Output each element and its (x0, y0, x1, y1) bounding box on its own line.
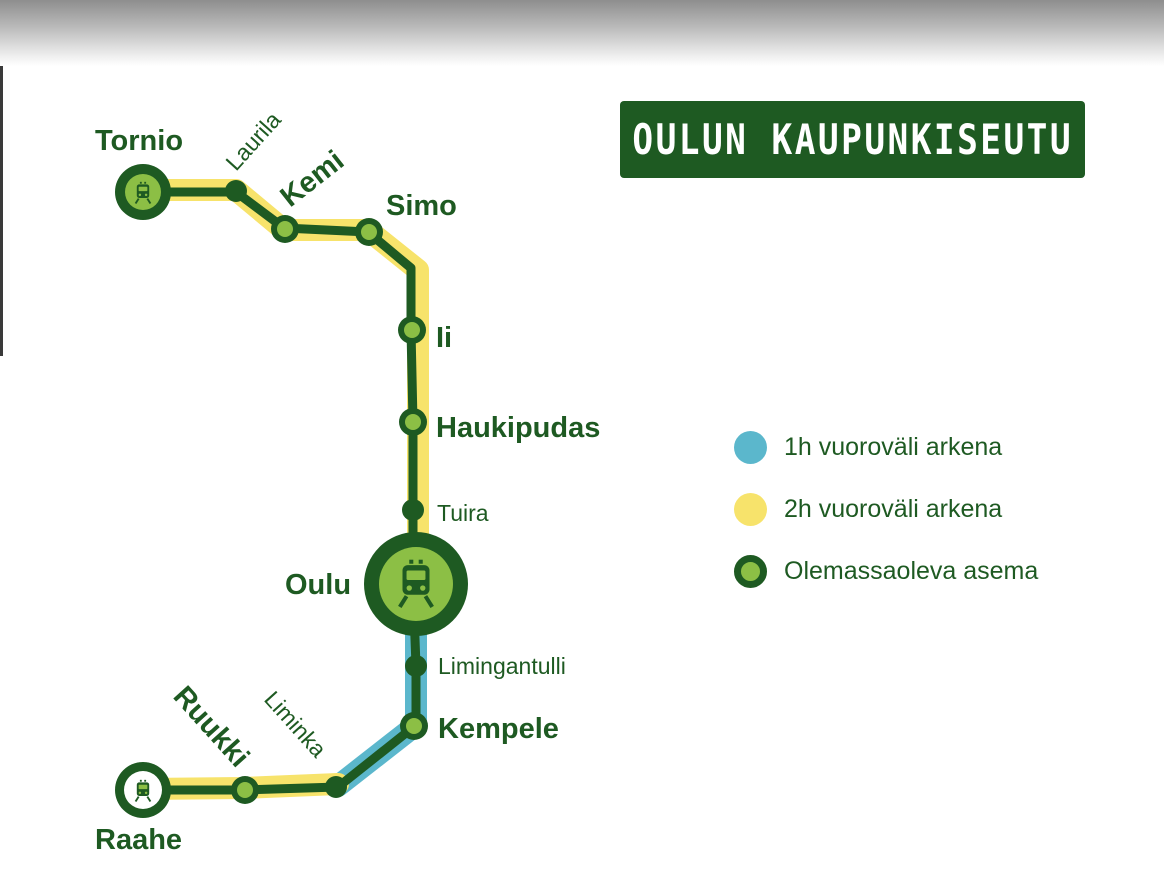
station-ii[interactable] (398, 316, 426, 344)
label-kemi: Kemi (275, 145, 351, 214)
label-tuira: Tuira (437, 500, 489, 526)
legend-item-station: Olemassaoleva asema (734, 540, 1038, 602)
label-ruukki: Ruukki (167, 680, 255, 773)
legend-item-2h: 2h vuoroväli arkena (734, 478, 1038, 540)
label-simo: Simo (386, 190, 457, 222)
label-limingantulli: Limingantulli (438, 653, 566, 679)
label-liminka: Liminka (259, 686, 331, 762)
label-tornio: Tornio (95, 125, 183, 157)
label-laurila: Laurila (220, 106, 286, 175)
station-tornio[interactable] (115, 164, 171, 220)
station-kemi[interactable] (271, 215, 299, 243)
top-shadow (0, 0, 1164, 66)
stop-laurila[interactable] (225, 180, 247, 202)
legend: 1h vuoroväli arkena 2h vuoroväli arkena … (734, 416, 1038, 602)
station-ruukki[interactable] (231, 776, 259, 804)
legend-item-1h: 1h vuoroväli arkena (734, 416, 1038, 478)
station-kempele[interactable] (400, 712, 428, 740)
left-edge (0, 66, 3, 356)
legend-swatch-yellow (734, 492, 767, 526)
station-simo[interactable] (355, 218, 383, 246)
station-haukipudas[interactable] (399, 408, 427, 436)
stop-tuira[interactable] (402, 499, 424, 521)
legend-label: Olemassaoleva asema (784, 556, 1039, 585)
stop-liminka[interactable] (325, 776, 347, 798)
title-banner: OULUN KAUPUNKISEUTU (620, 101, 1085, 178)
label-kempele: Kempele (438, 713, 559, 745)
label-haukipudas: Haukipudas (436, 412, 600, 444)
stop-limingantulli[interactable] (405, 655, 427, 677)
label-oulu: Oulu (285, 569, 351, 601)
legend-label: 2h vuoroväli arkena (784, 494, 1003, 523)
label-ii: Ii (436, 322, 452, 354)
station-oulu[interactable] (364, 532, 468, 636)
legend-swatch-blue (734, 430, 767, 464)
label-raahe: Raahe (95, 824, 182, 856)
legend-swatch-station (734, 554, 767, 588)
legend-label: 1h vuoroväli arkena (784, 432, 1003, 461)
page-title: OULUN KAUPUNKISEUTU (632, 115, 1073, 164)
station-raahe[interactable] (115, 762, 171, 818)
